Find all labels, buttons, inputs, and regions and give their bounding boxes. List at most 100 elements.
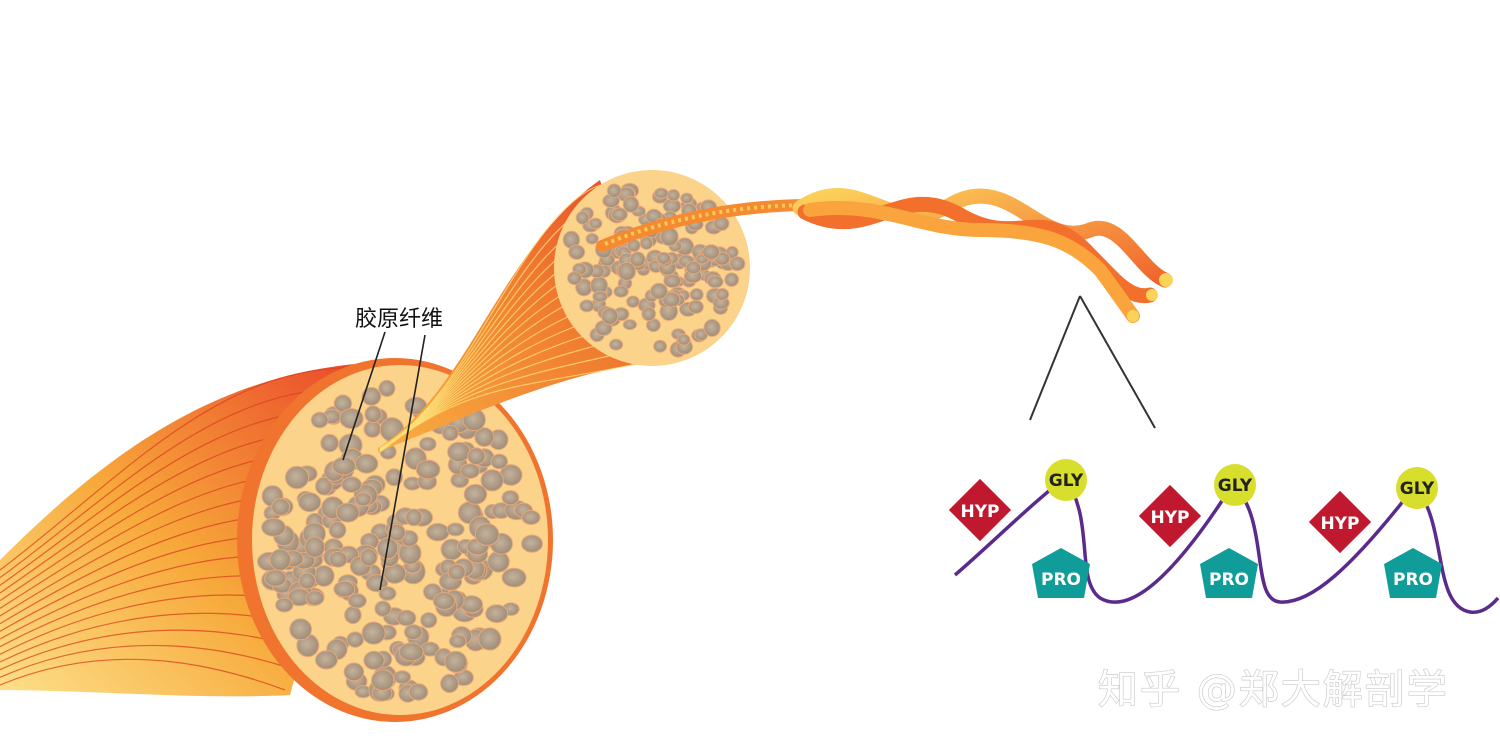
fibril (521, 534, 543, 553)
fibril (685, 260, 702, 275)
strand-end-2 (1146, 289, 1158, 301)
fibril (387, 523, 406, 542)
fibril (588, 217, 603, 230)
fibril (354, 453, 379, 474)
watermark: 知乎 @郑大解剖学 (1098, 667, 1449, 713)
fibril (320, 433, 339, 453)
fibril (626, 295, 640, 308)
fibril (328, 521, 347, 539)
fibril (703, 318, 721, 337)
fibril (467, 447, 486, 466)
fiber-leader-line-2 (379, 334, 426, 591)
gly-label: GLY (1218, 476, 1253, 496)
hyp-label: HYP (1321, 514, 1360, 534)
fibril (335, 502, 360, 523)
fibril (440, 673, 459, 694)
fibril (314, 650, 338, 670)
fibril (364, 405, 382, 424)
fibril (398, 642, 424, 662)
gly-residue (1396, 467, 1438, 509)
fibril (521, 510, 541, 525)
fibril (405, 508, 423, 527)
fibril (448, 634, 467, 649)
fibril (585, 233, 599, 245)
fibril (289, 618, 313, 641)
fibril (426, 523, 450, 542)
fiber-line (0, 644, 292, 678)
pro-residue (1384, 548, 1442, 598)
fibril (378, 586, 397, 601)
fibril (702, 244, 720, 260)
fibril (264, 569, 287, 587)
fibril (378, 379, 396, 397)
pro-residue (1200, 548, 1258, 598)
fibril (341, 476, 362, 493)
fibril (663, 274, 682, 288)
strand-end-3 (1127, 310, 1139, 322)
large-fiber-bundle (0, 358, 553, 722)
fibril (363, 650, 385, 671)
pro-label: PRO (1393, 570, 1433, 590)
gly-residue (1045, 459, 1087, 501)
middle-fiber-bundle (378, 170, 750, 453)
fibril (361, 387, 382, 406)
hyp-label: HYP (961, 502, 1000, 522)
fibril (393, 670, 412, 684)
fibril (487, 550, 510, 573)
fibril (363, 420, 382, 438)
fibril (415, 459, 441, 480)
fibril (654, 187, 669, 199)
fibril (339, 408, 364, 430)
fibril (313, 565, 335, 587)
fibril (609, 338, 624, 351)
fibril (501, 567, 527, 588)
fibril (592, 290, 608, 303)
fiber-line (379, 359, 656, 453)
fibril (474, 523, 500, 546)
zoom-line-left (1029, 295, 1081, 421)
fibril (446, 522, 465, 537)
fibril (689, 288, 704, 302)
fibril (371, 669, 395, 692)
fibril (687, 299, 704, 314)
helix-strand-3 (803, 200, 1140, 323)
hyp-label: HYP (1151, 508, 1190, 528)
fibril (396, 609, 417, 627)
fibril (284, 465, 310, 490)
fibril (567, 271, 583, 286)
fibril (629, 251, 646, 268)
fibril (622, 196, 640, 213)
fibril (707, 275, 724, 289)
fibril (361, 621, 386, 645)
amino-acid-group-1: HYP GLY PRO (948, 459, 1090, 598)
fiber-line (0, 367, 381, 571)
fibril (680, 192, 694, 205)
fibril (343, 662, 365, 682)
fibril (501, 490, 520, 506)
fibril (344, 605, 362, 625)
fibril (650, 282, 668, 300)
pro-label: PRO (1209, 570, 1249, 590)
fibril (656, 251, 672, 265)
fibril (575, 210, 590, 225)
gly-label: GLY (1049, 471, 1084, 491)
strand-end-1 (1159, 273, 1173, 287)
fibril (403, 624, 423, 641)
fibril (474, 427, 495, 448)
fibril (298, 572, 316, 590)
helix-strand-2 (797, 196, 1158, 304)
fiber-leader-line-1 (342, 331, 386, 461)
fibril (447, 441, 471, 463)
fiber-line (0, 658, 286, 691)
fibril (463, 483, 488, 505)
fibril (480, 469, 504, 492)
fibril (579, 299, 595, 313)
fibril (490, 453, 509, 470)
fibril (328, 551, 348, 568)
fibril (447, 563, 466, 581)
fibril (444, 650, 468, 673)
fibril (347, 593, 367, 609)
fibril (724, 272, 740, 288)
